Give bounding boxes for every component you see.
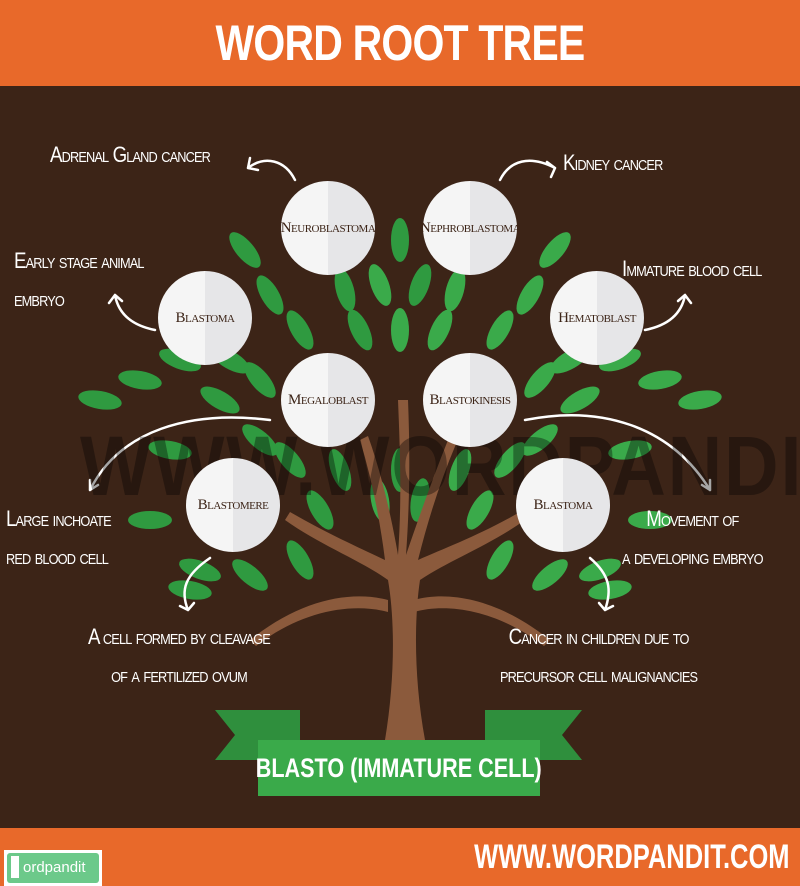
leaf [232, 559, 268, 591]
leaf [494, 442, 526, 478]
leaf [560, 386, 600, 414]
tree-trunk [285, 400, 525, 740]
word-node-blastomere: Blastomere [186, 458, 280, 552]
leaf [168, 580, 212, 600]
page-title: WORD ROOT TREE [215, 15, 586, 71]
arrows [88, 156, 712, 612]
arrow-icon [107, 293, 157, 332]
leaf [486, 540, 514, 580]
leaf [274, 442, 306, 478]
meaning-line: precursor cell malignancies [500, 662, 698, 687]
root-label: BLASTO (IMMATURE CELL) [256, 752, 542, 783]
leaf [118, 370, 162, 390]
arrow-icon [178, 556, 212, 612]
meaning-neuroblastoma: Adrenal Gland cancer [50, 142, 211, 167]
leaf [286, 540, 314, 580]
leaf [486, 310, 514, 350]
meaning-line: of a fertilized ovum [111, 662, 248, 687]
footer-url-link[interactable]: WWW.WORDPANDIT.COM [474, 838, 790, 876]
leaf [516, 275, 544, 315]
leaf [408, 264, 432, 306]
leaf [638, 370, 682, 390]
leaf [286, 310, 314, 350]
leaf [242, 424, 278, 456]
leaf [444, 268, 466, 312]
meaning-hematoblast: Immature blood cell [622, 256, 762, 281]
word-node-nephroblastoma: Nephroblastoma [420, 181, 521, 275]
meaning-line: a developing embryo [622, 544, 764, 569]
leaf [306, 490, 334, 530]
meaning-nephroblastoma: Kidney cancer [563, 150, 663, 175]
word-node-neuroblastoma: Neuroblastoma [281, 181, 376, 275]
leaf [532, 559, 568, 591]
bookmark-icon [11, 856, 19, 878]
leaf [128, 511, 172, 529]
arrow-icon [643, 293, 693, 332]
leaf [524, 362, 556, 398]
word-node-blastoma: Blastoma [158, 271, 252, 365]
root-banner: BLASTO (IMMATURE CELL) [256, 740, 542, 796]
leaf [78, 390, 122, 410]
meaning-line: A cell formed by cleavage [88, 624, 271, 649]
arrow-icon [523, 414, 712, 492]
footer: ordpandit WWW.WORDPANDIT.COM [0, 828, 800, 886]
meaning-line: Movement of [646, 506, 739, 531]
leaf [328, 449, 352, 491]
leaf [148, 440, 192, 460]
leaf [229, 232, 261, 268]
meaning-line: embryo [14, 286, 65, 311]
arrow-icon [498, 159, 557, 182]
logo-badge: ordpandit [7, 853, 99, 883]
branch-left [250, 596, 388, 646]
leaf [391, 308, 409, 352]
meaning-megaloblast: Large inchoate red blood cell [6, 500, 112, 576]
leaf [334, 268, 356, 312]
logo-text: ordpandit [23, 859, 86, 876]
leaf [678, 390, 722, 410]
meaning-blastomere: A cell formed by cleavage of a fertilize… [88, 618, 271, 694]
arrow-icon [88, 416, 272, 492]
leaf [159, 348, 201, 372]
leaf [200, 386, 240, 414]
arrow-icon [246, 156, 297, 182]
meaning-blastoma: Early stage animal embryo [14, 242, 145, 318]
leaves [78, 218, 722, 600]
meaning-blastokinesis: Movement of a developing embryo [622, 500, 764, 576]
word-node-hematoblast: Hematoblast [550, 271, 644, 365]
leaf [522, 424, 558, 456]
leaf [427, 309, 453, 351]
leaf [256, 275, 284, 315]
leaf [244, 362, 276, 398]
leaf [391, 218, 409, 262]
leaf [448, 449, 472, 491]
meaning-line: Large inchoate [6, 506, 112, 531]
branch-right [414, 596, 550, 646]
word-node-blastokinesis: Blastokinesis [423, 353, 517, 447]
word-node-blastoma-2: Blastoma [516, 458, 610, 552]
leaf [347, 309, 373, 351]
leaf [466, 490, 494, 530]
leaf [368, 264, 392, 306]
meaning-blastoma-2: Cancer in children due to precursor cell… [500, 618, 698, 694]
leaf [588, 580, 632, 600]
meaning-line: red blood cell [6, 544, 109, 569]
meaning-line: Early stage animal [14, 248, 145, 273]
leaf [539, 232, 571, 268]
leaf [628, 511, 672, 529]
meaning-line: Cancer in children due to [508, 624, 690, 649]
arrow-icon [588, 556, 615, 612]
leaf [608, 440, 652, 460]
wordpandit-logo[interactable]: ordpandit [4, 850, 102, 886]
leaf [179, 558, 221, 582]
word-node-megaloblast: Megaloblast [281, 353, 375, 447]
header: WORD ROOT TREE [0, 0, 800, 86]
leaf [599, 348, 641, 372]
